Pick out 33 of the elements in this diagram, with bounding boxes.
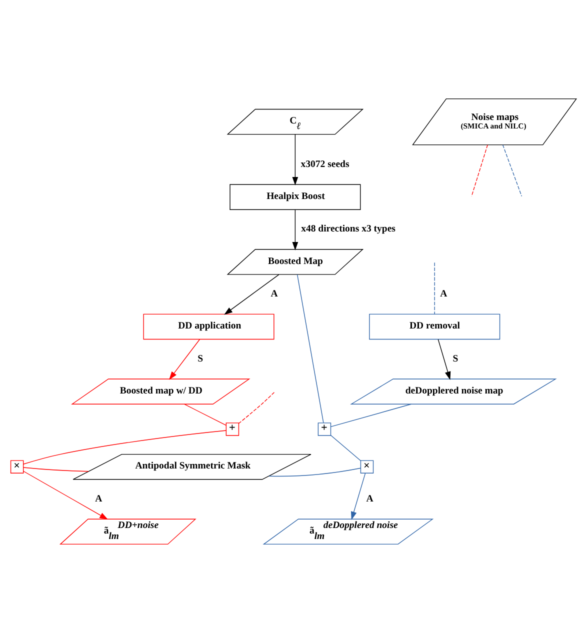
edge-label: A <box>95 492 102 504</box>
arrow <box>224 274 280 314</box>
edge-label: S <box>198 352 204 364</box>
node-box: DD removal <box>369 313 500 340</box>
edge-label: x3072 seeds <box>300 158 350 170</box>
connector <box>268 467 362 476</box>
connector <box>238 391 275 424</box>
connector <box>184 403 226 426</box>
edge-label: S <box>452 352 458 364</box>
node-box: × <box>360 460 374 473</box>
connector <box>502 144 522 196</box>
node-box: + <box>226 422 240 436</box>
arrow <box>22 470 108 520</box>
connector <box>296 274 324 423</box>
arrow <box>292 134 298 185</box>
connector <box>23 430 226 464</box>
connector <box>330 434 362 461</box>
connector <box>23 466 89 472</box>
node-box: + <box>318 422 332 436</box>
node-box: × <box>10 460 24 473</box>
connector <box>330 403 412 427</box>
connector <box>471 144 488 196</box>
arrow <box>292 208 298 250</box>
node-box: Healpix Boost <box>230 184 361 210</box>
arrow <box>169 338 200 380</box>
arrow <box>350 472 366 520</box>
connector <box>434 262 435 314</box>
edge-label: A <box>440 288 448 300</box>
edge-label: A <box>270 288 278 300</box>
edge-label: A <box>366 492 374 504</box>
arrow <box>438 338 451 380</box>
edge-label: x48 directions x3 types <box>301 223 396 234</box>
node-box: DD application <box>143 313 274 340</box>
